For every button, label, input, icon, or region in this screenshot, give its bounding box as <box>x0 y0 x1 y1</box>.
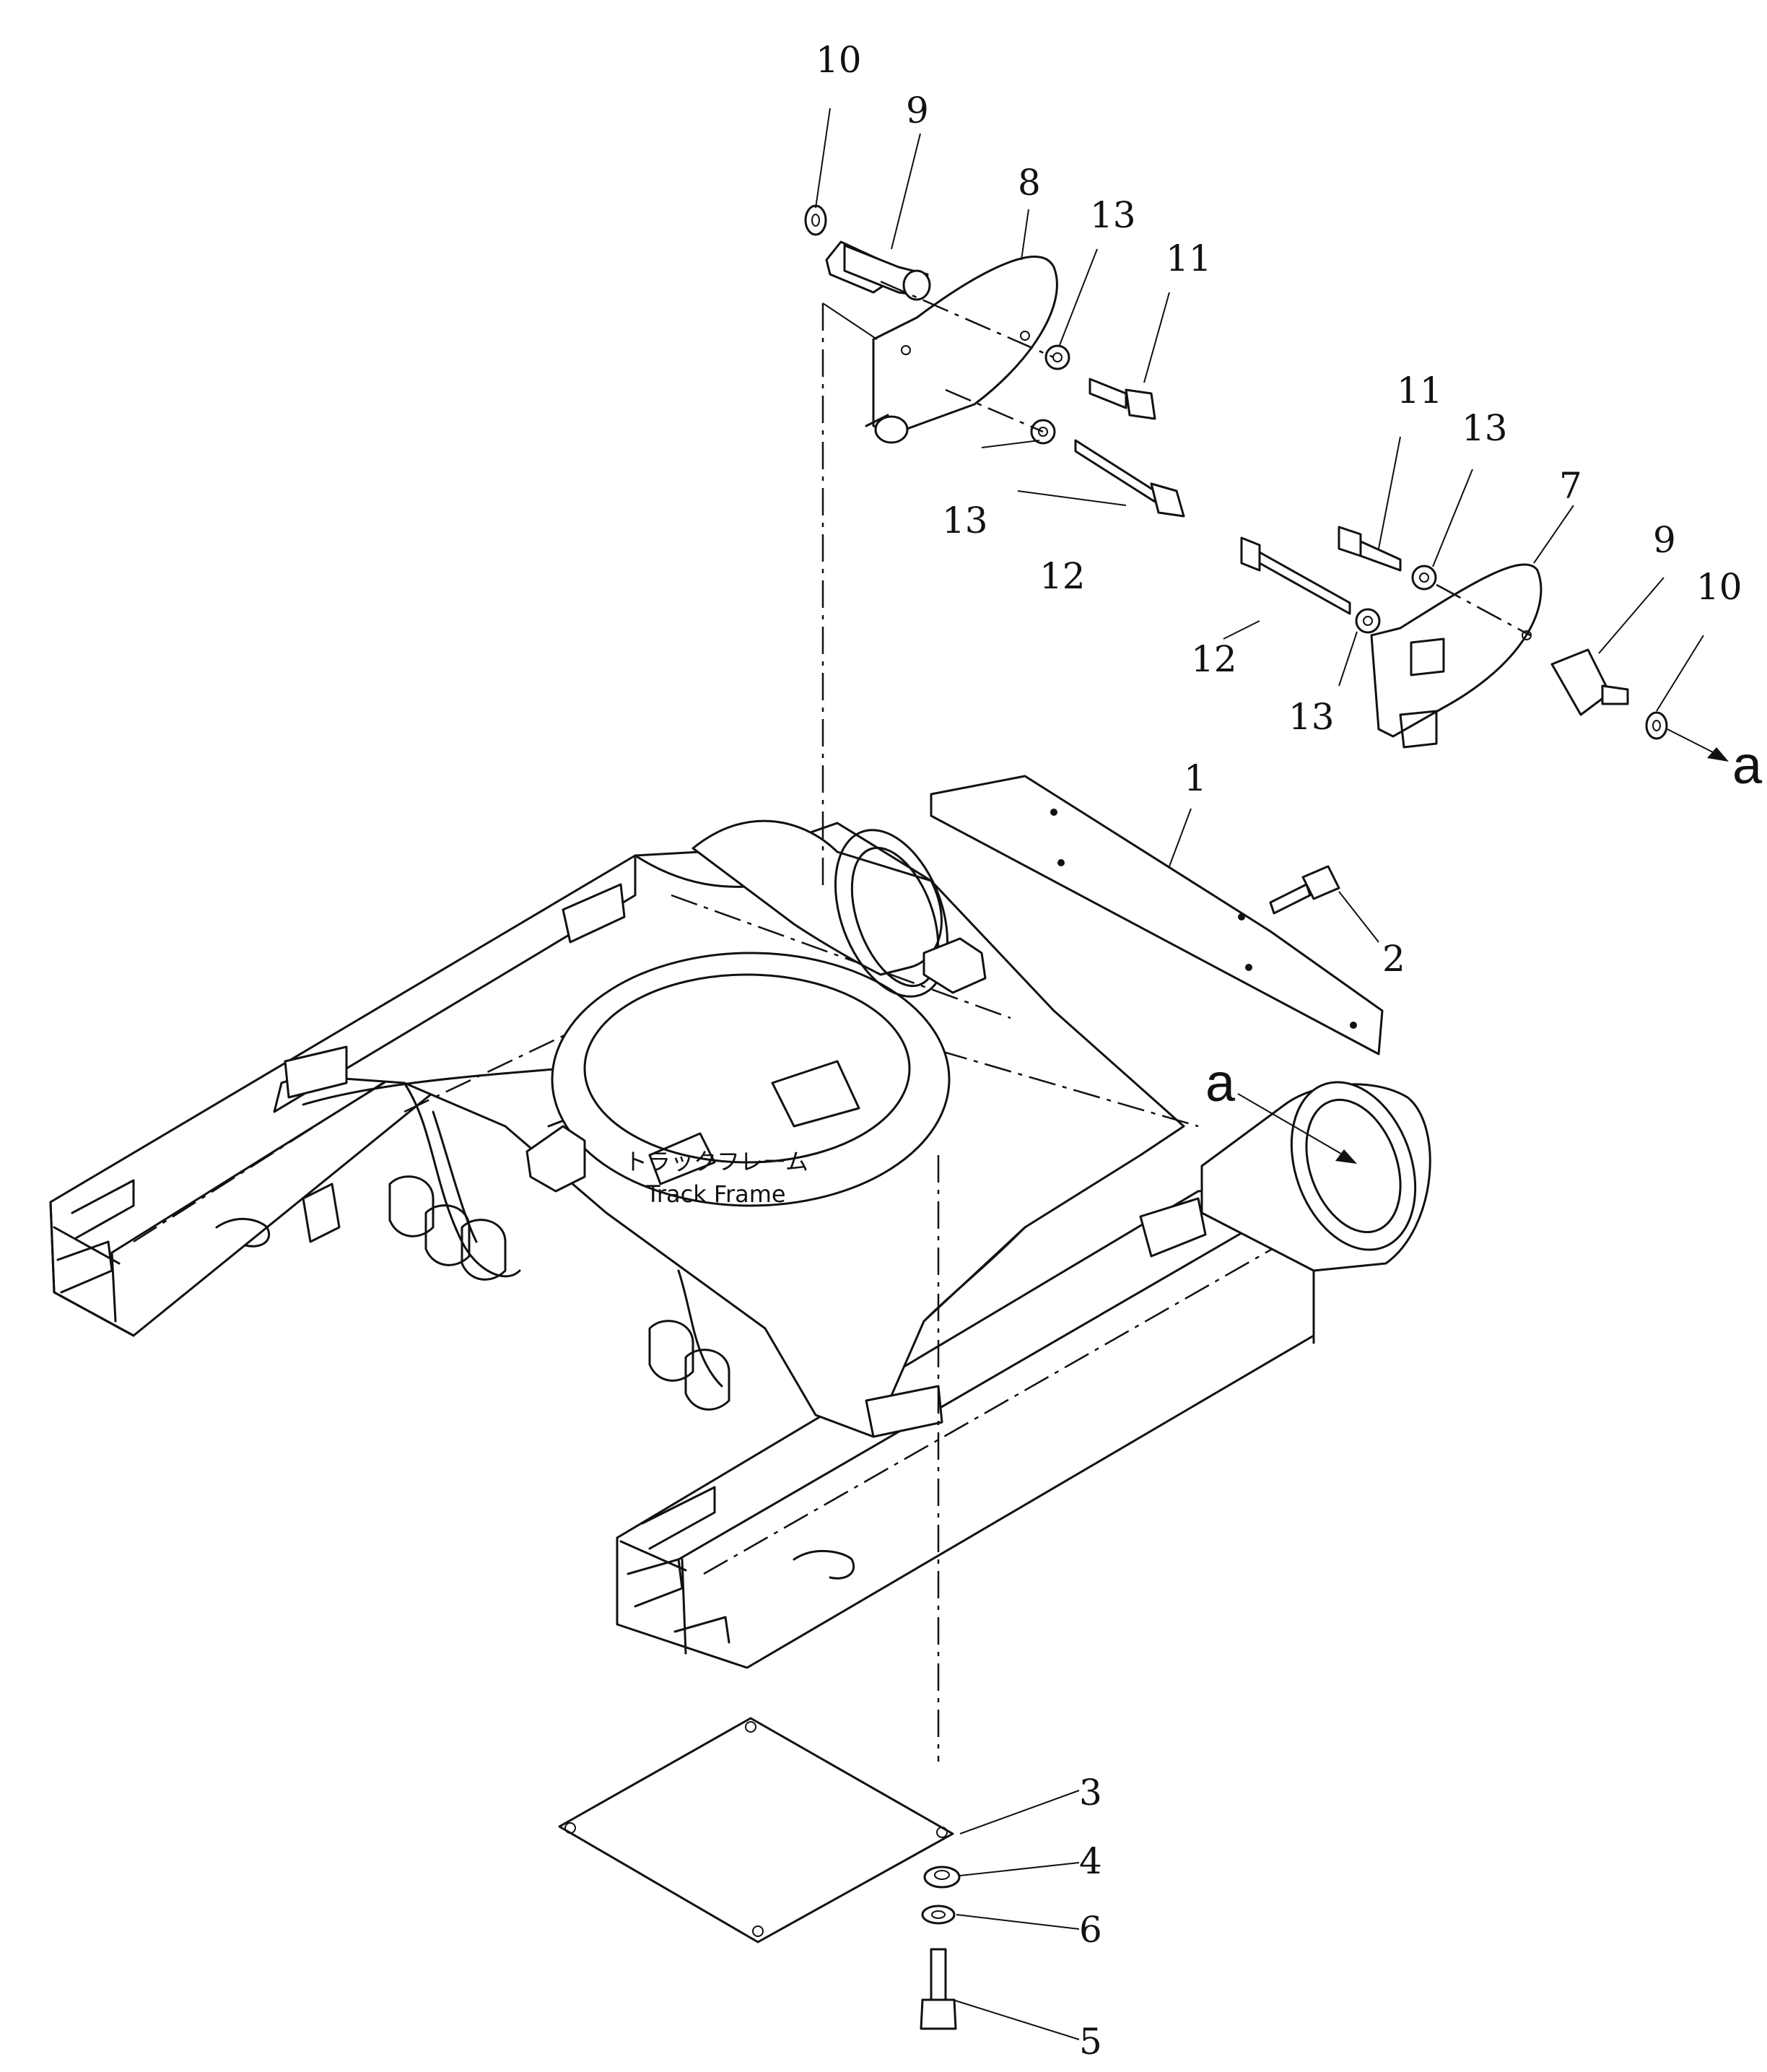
part-9-spacer-right <box>1550 648 1629 716</box>
view-marker-a-arrow: a <box>1732 735 1763 795</box>
part-10-washer-right <box>1645 711 1668 740</box>
callout-9-right: 9 <box>1653 519 1676 561</box>
callout-6: 6 <box>1079 1909 1102 1951</box>
callout-9-top: 9 <box>906 90 929 131</box>
part-4-nut <box>923 1866 961 1889</box>
track-frame-caption-jp: トラックフレーム <box>624 1148 808 1175</box>
sprocket-mounts <box>388 1175 730 1411</box>
callout-12-top: 12 <box>1039 555 1086 597</box>
part-11-bolt-right <box>1338 526 1402 572</box>
part-7-bracket <box>1370 563 1543 749</box>
callout-8: 8 <box>1018 162 1041 204</box>
callout-4: 4 <box>1079 1840 1102 1882</box>
part-5-bolt <box>920 1948 957 2030</box>
callout-1: 1 <box>1184 757 1207 799</box>
callout-3: 3 <box>1079 1772 1102 1814</box>
idler-tube <box>1200 1081 1431 1272</box>
callout-13-c: 13 <box>1462 407 1508 449</box>
part-11-bolt-top <box>1088 378 1156 420</box>
view-marker-a-frame: a <box>1205 1053 1236 1113</box>
right-track-rail <box>616 1168 1315 1669</box>
part-1-cover-plate <box>930 775 1384 1055</box>
leader-lines <box>815 108 1729 2040</box>
part-12-bolt-right <box>1240 536 1351 615</box>
callout-12-right: 12 <box>1191 638 1237 680</box>
part-3-under-cover <box>558 1717 954 1943</box>
callout-11-top: 11 <box>1166 238 1212 279</box>
callout-13-d: 13 <box>1288 696 1335 738</box>
part-6-washer <box>921 1905 956 1925</box>
mounting-brackets <box>284 883 1207 1438</box>
part-10-washer-top <box>804 204 827 236</box>
part-2-bolt <box>1269 865 1340 915</box>
part-9-spacer-top <box>825 240 931 301</box>
part-12-bolt-top <box>1074 439 1185 518</box>
part-13-washers <box>1030 344 1437 634</box>
callout-11-right: 11 <box>1397 370 1443 412</box>
callout-10-right: 10 <box>1696 566 1742 608</box>
swing-circle <box>551 952 951 1207</box>
callout-7: 7 <box>1559 465 1582 507</box>
track-frame-caption-en: Track Frame <box>645 1180 786 1208</box>
part-8-bracket <box>865 256 1058 444</box>
callout-2: 2 <box>1382 938 1405 980</box>
track-frame: トラックフレーム Track Frame <box>49 819 1431 1669</box>
callout-13-b: 13 <box>942 500 988 541</box>
callout-10-top: 10 <box>816 39 862 81</box>
callout-labels: 10 9 8 13 11 13 12 11 13 7 9 10 12 13 a … <box>816 39 1763 2063</box>
callout-5: 5 <box>1079 2021 1102 2063</box>
upper-rear-tube <box>691 819 949 998</box>
callout-13-a: 13 <box>1090 194 1136 236</box>
